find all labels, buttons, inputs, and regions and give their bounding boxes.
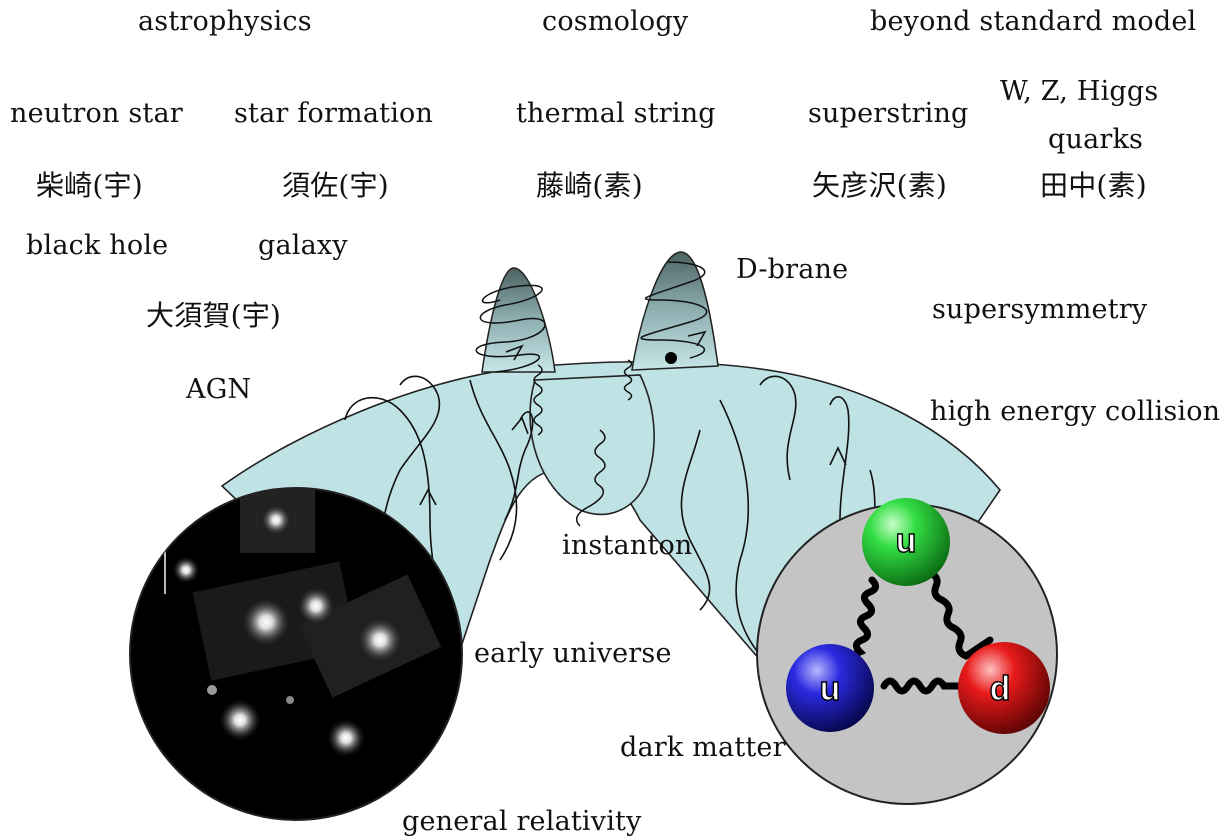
brane-vertex xyxy=(665,352,677,364)
label-d-brane: D-brane xyxy=(736,254,849,285)
column-astrophysics: astrophysics xyxy=(138,6,312,37)
quark-top-label: u xyxy=(896,522,917,560)
label-neutron-star: neutron star xyxy=(10,98,183,129)
column-beyond-standard-model: beyond standard model xyxy=(870,6,1197,37)
label-galaxy: galaxy xyxy=(258,230,348,261)
person-susa: 須佐(宇) xyxy=(282,169,389,202)
label-high-energy-collision: high energy collision xyxy=(930,396,1221,427)
label-agn: AGN xyxy=(186,374,252,405)
arrowheads xyxy=(419,330,847,506)
label-black-hole: black hole xyxy=(26,230,169,261)
quark-up-top xyxy=(862,498,950,586)
string-loop-left xyxy=(475,284,546,373)
quark-left-label: u xyxy=(820,670,841,708)
column-cosmology: cosmology xyxy=(542,6,689,37)
quark-up-left xyxy=(786,644,874,732)
gluon-waves xyxy=(533,359,633,527)
label-thermal-string: thermal string xyxy=(516,98,716,129)
label-general-relativity: general relativity xyxy=(402,806,642,837)
person-yahikozawa: 矢彦沢(素) xyxy=(812,169,948,202)
quark-down-right xyxy=(958,642,1050,734)
label-wzh: W, Z, Higgs xyxy=(1000,76,1159,107)
label-supersymmetry: supersymmetry xyxy=(932,294,1148,325)
person-fujisaki: 藤崎(素) xyxy=(536,169,643,202)
gluon-top-left xyxy=(838,576,879,664)
string-loop-right xyxy=(640,261,708,359)
label-star-formation: star formation xyxy=(234,98,434,129)
person-shibasaki: 柴崎(宇) xyxy=(36,169,143,202)
brane-right xyxy=(631,251,719,371)
hadron-diagram: u u d xyxy=(756,498,1058,805)
label-early-universe: early universe xyxy=(474,638,672,669)
label-quarks: quarks xyxy=(1048,124,1144,155)
label-dark-matter: dark matter xyxy=(620,732,786,763)
instanton-bulge xyxy=(529,374,655,516)
quark-right-label: d xyxy=(990,670,1011,708)
person-osuga: 大須賀(宇) xyxy=(146,299,282,332)
gluon-top-right xyxy=(926,568,994,660)
person-tanaka: 田中(素) xyxy=(1040,169,1147,202)
label-superstring: superstring xyxy=(808,98,969,129)
galaxy-image xyxy=(129,487,463,821)
label-instanton: instanton xyxy=(562,530,693,561)
gluon-bottom xyxy=(880,677,974,695)
